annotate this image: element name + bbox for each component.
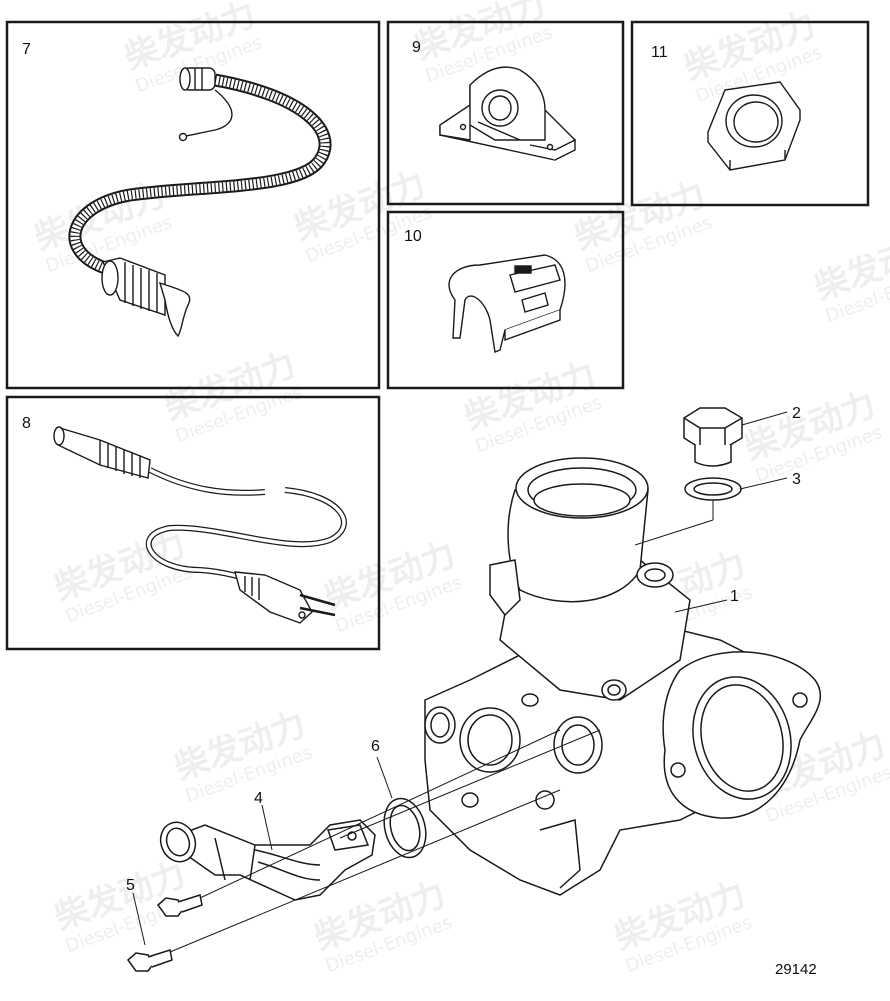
clip-part-10 [448,254,566,353]
nut-part-11 [707,81,801,171]
panel-8-frame [5,395,381,651]
assembly-lines [169,500,714,953]
callout-7: 7 [22,41,31,58]
callout-10: 10 [404,228,422,245]
callout-leaders [132,411,788,946]
callout-3: 3 [792,471,801,488]
engine-heater-cable-part-7 [68,67,332,338]
panel-7-frame [5,20,381,390]
panel-11-frame [630,20,870,207]
bracket-part-9 [439,66,576,161]
power-cable-part-8 [53,426,347,624]
coolant-pipe-part-4 [159,819,376,901]
o-ring-part-6 [383,797,427,859]
callout-11: 11 [651,44,668,61]
sealing-washer-part-3 [684,477,742,501]
callout-9: 9 [412,39,421,56]
thermostat-housing-part-1 [424,457,822,896]
drawing-reference-number: 29142 [775,961,817,978]
panel-10-frame [386,210,625,390]
panel-9-frame [386,20,625,206]
flange-bolt-part-5 [126,894,203,972]
callout-2: 2 [792,405,801,422]
callout-6: 6 [371,738,380,755]
callout-4: 4 [254,790,263,807]
callout-8: 8 [22,415,31,432]
callout-1: 1 [730,588,739,605]
plug-part-2 [683,407,743,467]
callout-5: 5 [126,877,135,894]
